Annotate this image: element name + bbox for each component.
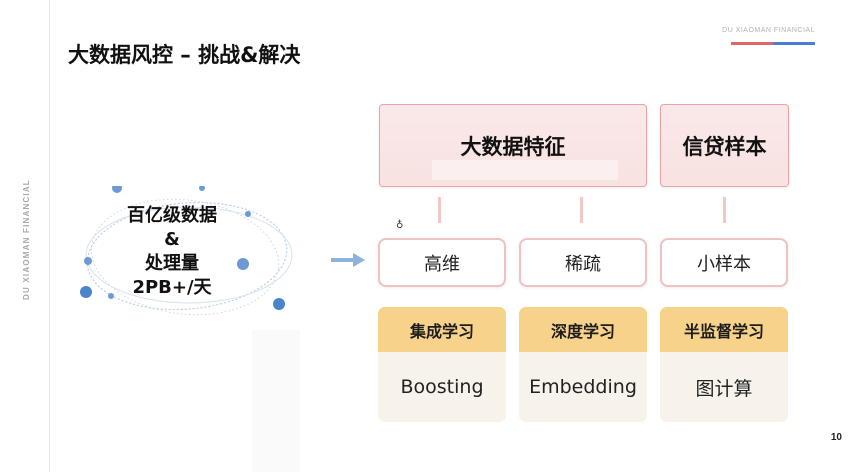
method-head-label: 半监督学习: [683, 321, 764, 341]
halo-line-3: 处理量: [145, 253, 199, 274]
halo-line-1: 百亿级数据: [127, 205, 217, 226]
halo-line-2: &: [164, 229, 180, 250]
data-scale-text: 百亿级数据 & 处理量 2PB+/天: [82, 204, 262, 300]
connector-line: [438, 197, 441, 223]
left-divider: [49, 0, 50, 472]
data-scale-halo: [77, 186, 297, 326]
credit-samples-header: 信贷样本: [660, 104, 789, 187]
method-head-label: 深度学习: [550, 321, 615, 341]
method-body: 图计算: [660, 352, 788, 422]
side-brand-text: DU XIAOMAN FINANCIAL: [22, 179, 31, 300]
property-high-dimensional: 高维: [378, 238, 506, 287]
connector-line: [723, 197, 726, 223]
top-brand-text: DU XIAOMAN FINANCIAL: [722, 27, 815, 34]
method-body-label: Boosting: [400, 376, 484, 398]
property-label: 稀疏: [565, 253, 601, 275]
property-label: 高维: [424, 253, 460, 275]
page-number: 10: [830, 432, 842, 443]
method-card-semi-supervised: 半监督学习 图计算: [660, 307, 788, 422]
method-body: Embedding: [519, 352, 647, 422]
header-gloss: [432, 160, 618, 180]
connector-line: [580, 197, 583, 223]
method-head-label: 集成学习: [409, 321, 474, 341]
property-label: 小样本: [697, 253, 751, 275]
big-data-features-label: 大数据特征: [460, 134, 566, 159]
property-sparse: 稀疏: [519, 238, 647, 287]
method-body-label: 图计算: [695, 377, 753, 400]
method-card-deep-learning: 深度学习 Embedding: [519, 307, 647, 422]
halo-line-4: 2PB+/天: [132, 277, 212, 298]
brand-accent-line: [731, 42, 815, 45]
method-card-ensemble: 集成学习 Boosting: [378, 307, 506, 422]
method-body: Boosting: [378, 352, 506, 422]
right-arrow-icon: [331, 253, 365, 267]
property-small-sample: 小样本: [660, 238, 788, 287]
method-header: 集成学习: [378, 307, 506, 352]
method-header: 半监督学习: [660, 307, 788, 352]
credit-samples-label: 信贷样本: [682, 134, 767, 159]
method-body-label: Embedding: [529, 376, 637, 398]
method-header: 深度学习: [519, 307, 647, 352]
mouse-cursor-icon: ♁: [396, 220, 404, 231]
left-bottom-strip: [252, 330, 300, 472]
slide-title: 大数据风控 – 挑战&解决: [68, 43, 301, 67]
halo-graphic: [80, 186, 293, 316]
